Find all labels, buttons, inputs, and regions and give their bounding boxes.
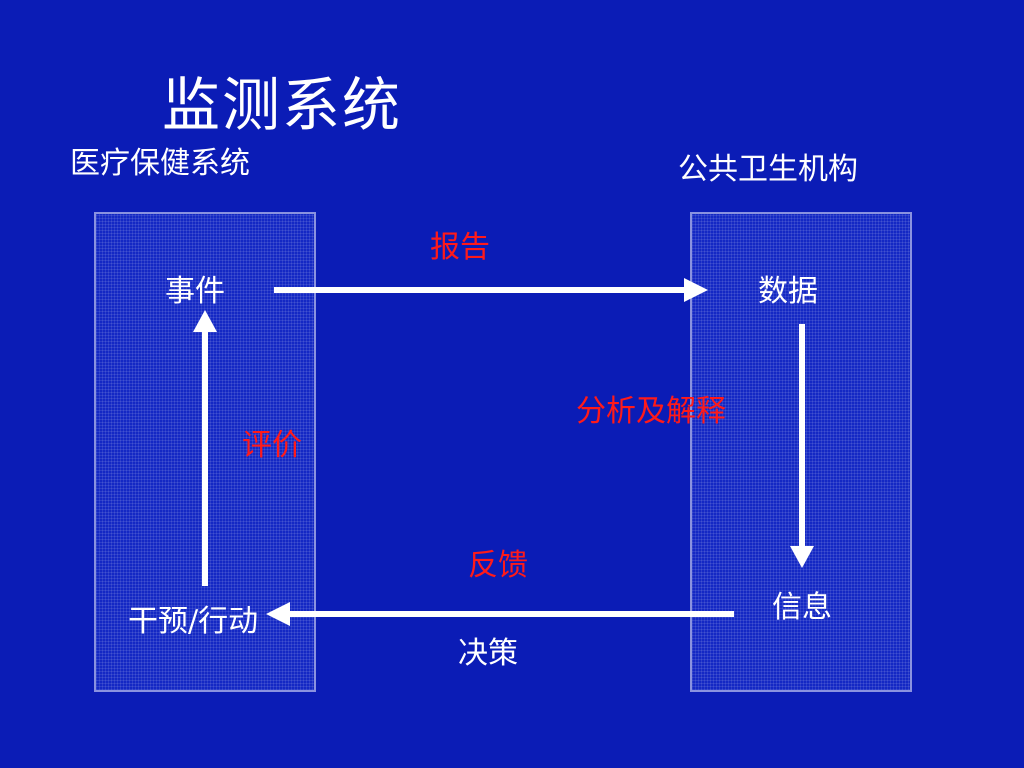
slide-title: 监测系统 [162, 71, 403, 139]
node-information: 信息 [772, 590, 832, 625]
arrow-analysis [790, 324, 814, 568]
right-system-label: 公共卫生机构 [678, 152, 858, 187]
arrow-evaluation [193, 310, 217, 586]
node-event: 事件 [165, 274, 225, 309]
arrow-report [274, 278, 708, 302]
edge-label-feedback: 反馈 [468, 548, 528, 583]
left-system-label: 医疗保健系统 [70, 146, 250, 181]
edge-label-analysis: 分析及解释 [576, 394, 726, 429]
edge-label-decision: 决策 [458, 636, 518, 671]
edge-label-evaluation: 评价 [242, 428, 302, 463]
node-intervention: 干预/行动 [128, 604, 259, 639]
edge-label-report: 报告 [430, 230, 490, 265]
arrow-feedback [266, 602, 734, 626]
right-system-box [690, 212, 912, 692]
node-data: 数据 [758, 274, 818, 309]
